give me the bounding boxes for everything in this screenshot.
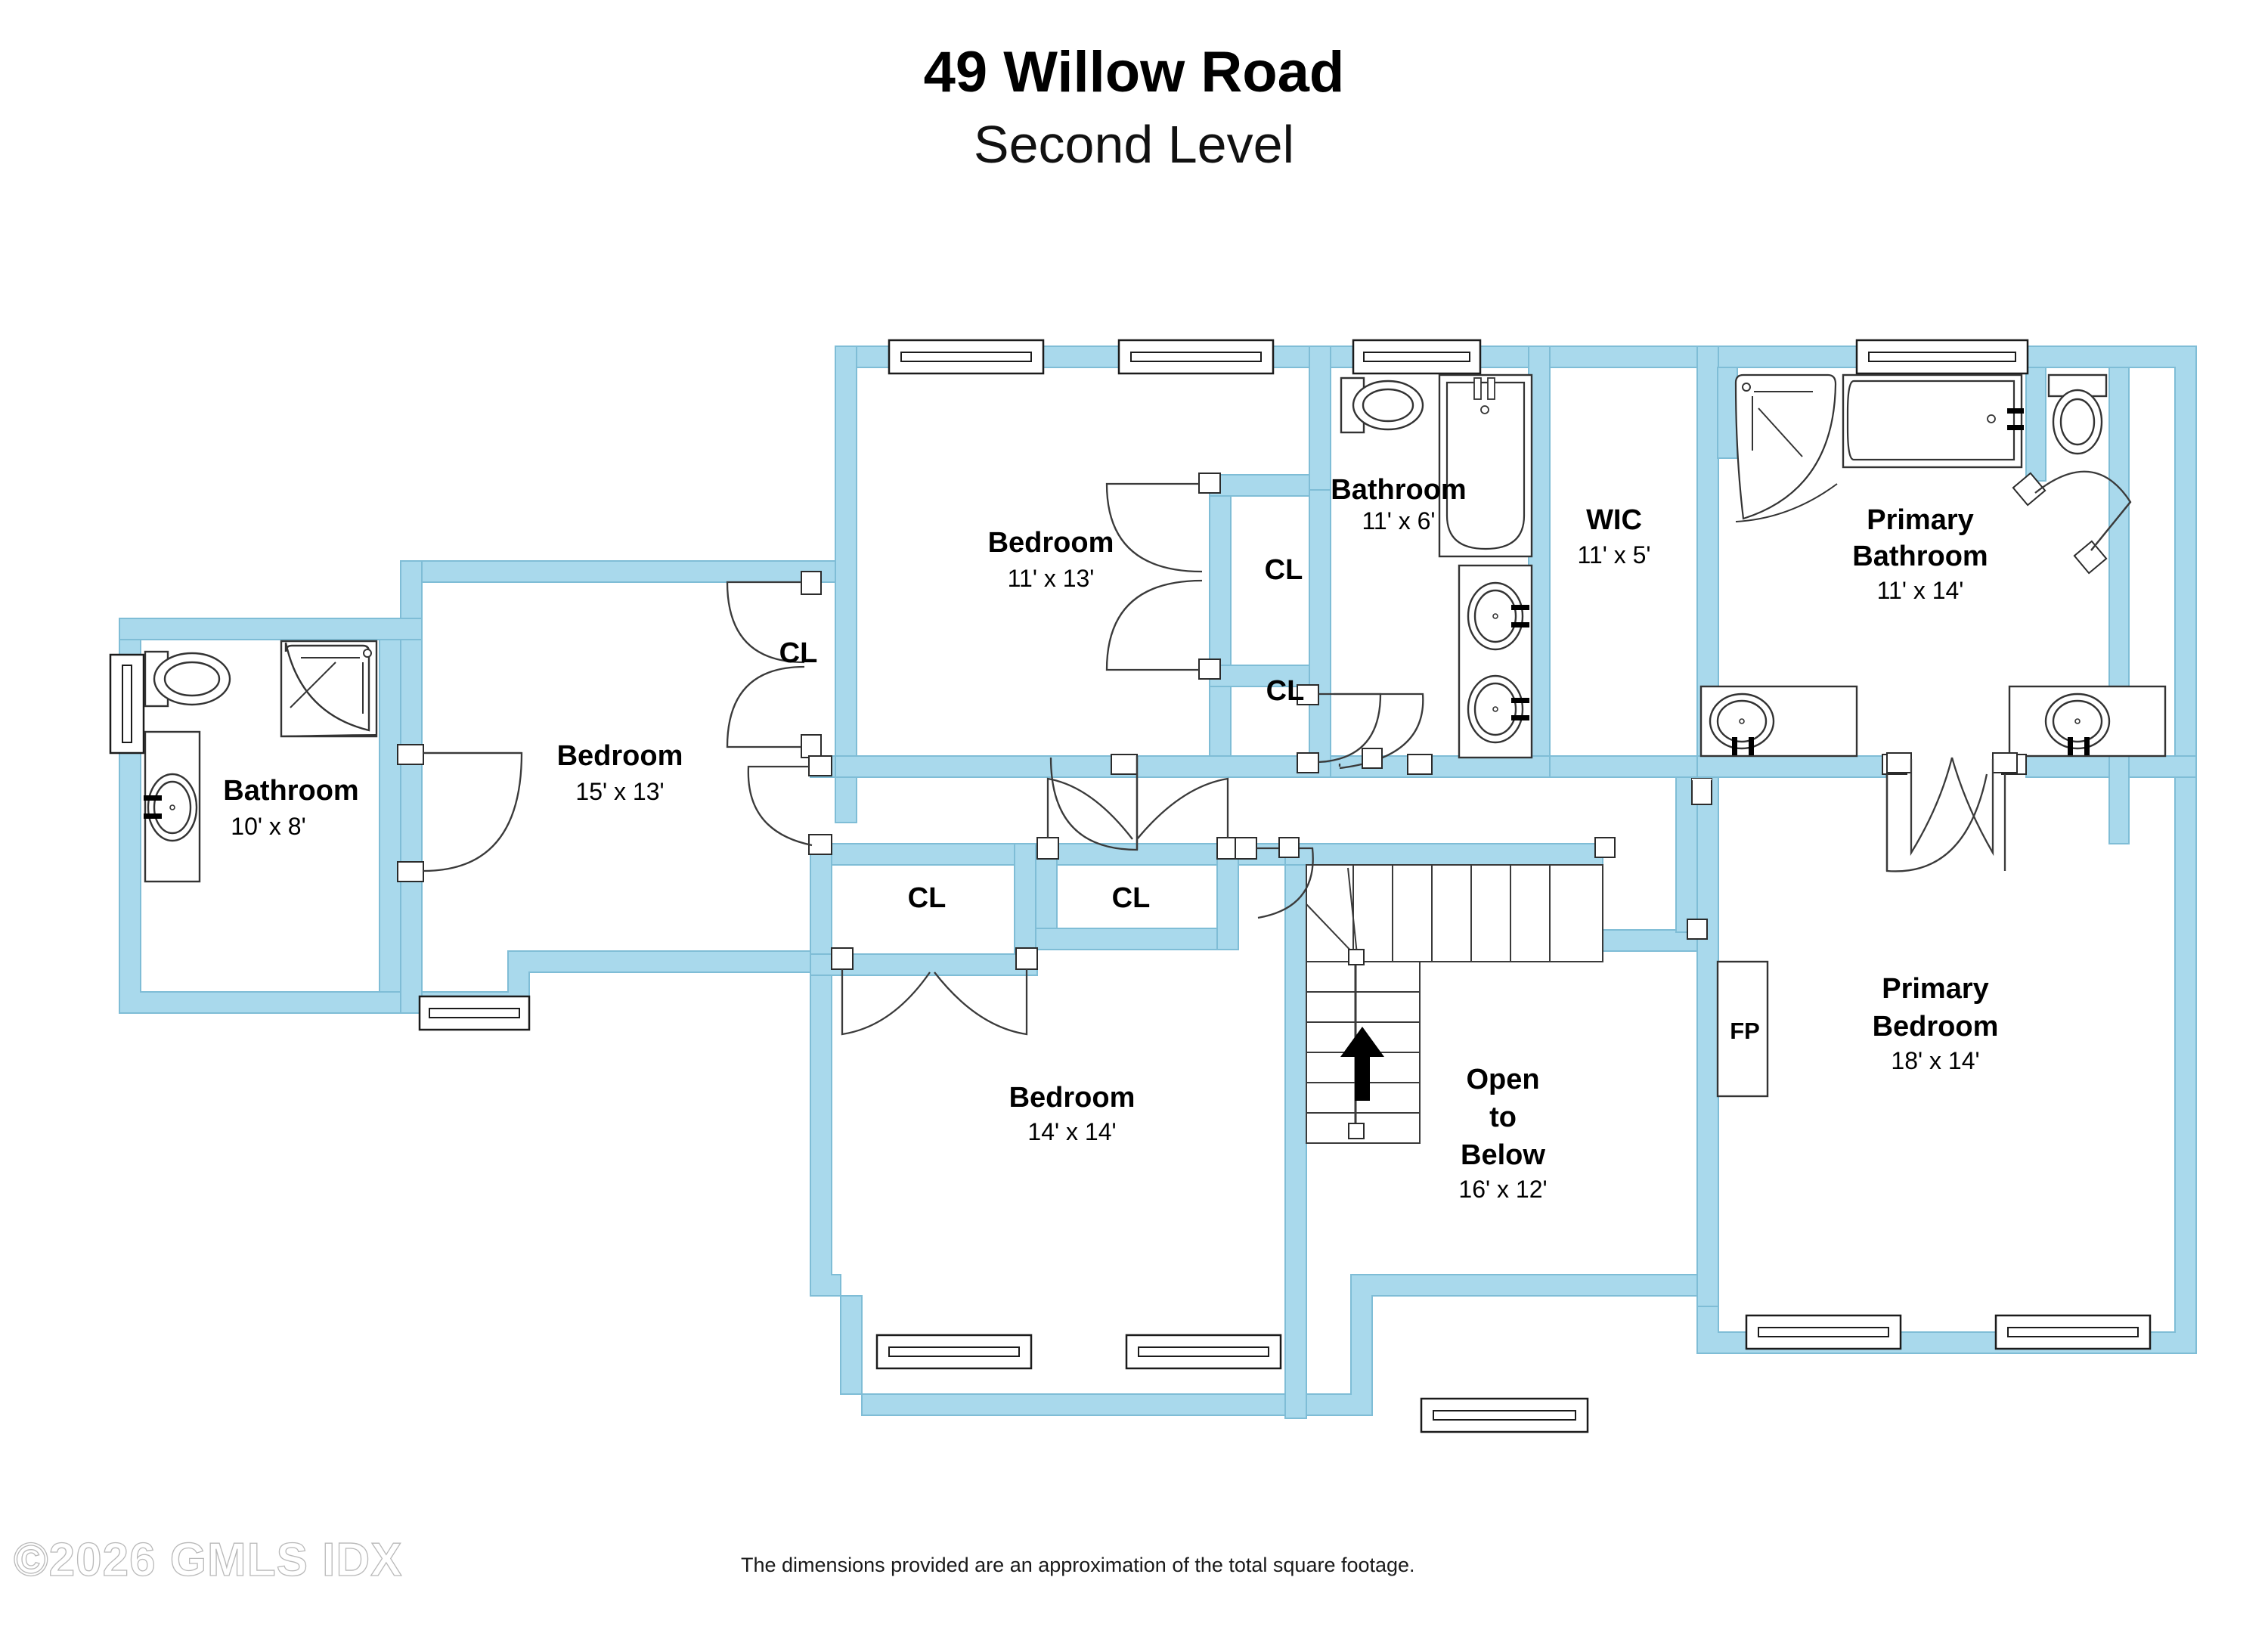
room-label-bedroom-11x13-name: Bedroom — [988, 527, 1114, 559]
disclaimer-text: The dimensions provided are an approxima… — [741, 1554, 1415, 1576]
door-swing-icon — [1334, 693, 1433, 775]
wall-open-primary-divider — [1696, 776, 1719, 1307]
room-label-bathroom-11x6-dim: 11' x 6' — [1362, 507, 1435, 535]
wall-bedroom11-south — [835, 755, 1373, 778]
wall-primary-bath-south-left — [1696, 755, 1887, 778]
room-label-primary-bathroom-dim: 11' x 14' — [1877, 577, 1964, 604]
room-label-open-to-below-line3: Below — [1461, 1139, 1545, 1171]
window-icon — [109, 653, 145, 755]
toilet-icon — [144, 650, 231, 708]
vanity-icon — [144, 730, 201, 883]
bathtub-icon — [1842, 373, 2024, 469]
door-layer — [397, 470, 2132, 1036]
wall-cl14-right-end — [1216, 843, 1239, 950]
wall-bedroom14-stairs-divider — [1284, 843, 1307, 1419]
door-swing-icon — [1297, 684, 1382, 773]
page-subtitle: Second Level — [973, 115, 1295, 174]
title-block: 49 Willow Road Second Level — [0, 40, 2268, 174]
window-icon — [418, 995, 531, 1031]
wall-wic-south — [1549, 755, 1719, 778]
room-label-primary-bathroom-line1: Primary — [1867, 504, 1974, 536]
room-label-bedroom-14x14-dim: 14' x 14' — [1027, 1118, 1116, 1145]
door-swing-icon — [747, 755, 832, 855]
room-label-bathroom-left-dim: 10' x 8' — [231, 813, 305, 840]
window-icon — [1745, 1314, 1902, 1350]
room-label-bedroom-11x13-dim: 11' x 13' — [1008, 565, 1095, 592]
window-icon — [875, 1334, 1033, 1370]
door-swing-icon — [1235, 837, 1314, 919]
stair-up-arrow-icon — [1340, 1027, 1384, 1101]
door-swing-icon — [2012, 470, 2132, 575]
room-label-primary-bedroom-line2: Bedroom — [1873, 1011, 1999, 1043]
door-swing-icon — [726, 571, 822, 758]
door-jamb-markers — [1362, 748, 1708, 940]
door-swing-icon — [397, 744, 523, 882]
closet-label-bedroom14-right: CL — [1112, 882, 1151, 914]
shower-corner-icon — [1734, 373, 1838, 522]
window-icon — [1125, 1334, 1282, 1370]
door-swing-icon — [1692, 779, 1712, 780]
vanity-icon — [1458, 564, 1533, 759]
copyright-notice: ©2026 GMLS IDX — [13, 1533, 403, 1586]
wall-water-closet-left — [2025, 367, 2046, 482]
wall-cl14-right-bottom — [1035, 928, 1239, 950]
vanity-icon — [1699, 685, 1858, 758]
door-swing-icon — [1278, 837, 1616, 858]
room-label-bedroom-15x13-dim: 15' x 13' — [575, 778, 664, 805]
vanity-icon — [2008, 685, 2167, 758]
fireplace-label: FP — [1730, 1018, 1760, 1044]
window-icon — [1117, 339, 1275, 375]
room-label-bathroom-left-name: Bathroom — [223, 775, 358, 807]
fireplace-icon — [1716, 960, 1769, 1098]
room-label-primary-bedroom-dim: 18' x 14' — [1891, 1047, 1979, 1074]
room-label-primary-bathroom-line2: Bathroom — [1852, 541, 1988, 572]
room-label-primary-bedroom-line1: Primary — [1882, 973, 1989, 1005]
window-icon — [1855, 339, 2029, 375]
wall-primary-tub-left — [1717, 367, 1738, 459]
wall-bath11x6-left — [1309, 346, 1331, 491]
stair-icon — [1306, 864, 1603, 1144]
door-swing-icon — [831, 947, 1038, 1036]
window-icon — [1994, 1314, 2152, 1350]
room-label-wic-dim: 11' x 5' — [1577, 541, 1650, 569]
closet-label-bedroom11-lower: CL — [1266, 675, 1305, 707]
window-icon — [888, 339, 1045, 375]
wall-bedroom15-bedroom11 — [835, 346, 857, 823]
bathtub-icon — [1438, 373, 1533, 558]
wall-cl-upper-left — [1209, 474, 1232, 757]
closet-label-bedroom11-upper: CL — [1265, 554, 1303, 586]
wall-cl-right — [1309, 474, 1331, 763]
window-layer — [109, 339, 2152, 1433]
toilet-icon — [1340, 376, 1424, 434]
window-icon — [1352, 339, 1482, 375]
label-layer: Bathroom 10' x 8' Bedroom 15' x 13' Bedr… — [223, 474, 1998, 1203]
fixture-layer — [144, 373, 2167, 1098]
page-title: 49 Willow Road — [923, 40, 1345, 104]
wall-water-closet-right — [2108, 367, 2130, 844]
door-swing-icon — [1105, 473, 1221, 680]
closet-label-bedroom14-left: CL — [908, 882, 947, 914]
room-label-bedroom-15x13-name: Bedroom — [557, 740, 683, 772]
toilet-icon — [2047, 373, 2108, 455]
wall-stair-top — [1284, 843, 1603, 866]
wall-cl-upper-top — [1209, 474, 1312, 497]
shower-corner-icon — [280, 640, 378, 738]
closet-label-bedroom15-north: CL — [779, 637, 818, 669]
room-label-wic-name: WIC — [1586, 504, 1642, 536]
window-icon — [1420, 1397, 1589, 1433]
door-swing-icon — [1886, 752, 2018, 857]
room-label-open-to-below-line1: Open — [1466, 1064, 1539, 1095]
room-label-open-to-below-dim: 16' x 12' — [1458, 1176, 1547, 1203]
wall-left-bath-top — [119, 618, 423, 640]
room-label-bedroom-14x14-name: Bedroom — [1009, 1082, 1136, 1114]
room-label-bathroom-11x6-name: Bathroom — [1331, 474, 1466, 506]
room-label-open-to-below-line2: to — [1489, 1102, 1517, 1133]
